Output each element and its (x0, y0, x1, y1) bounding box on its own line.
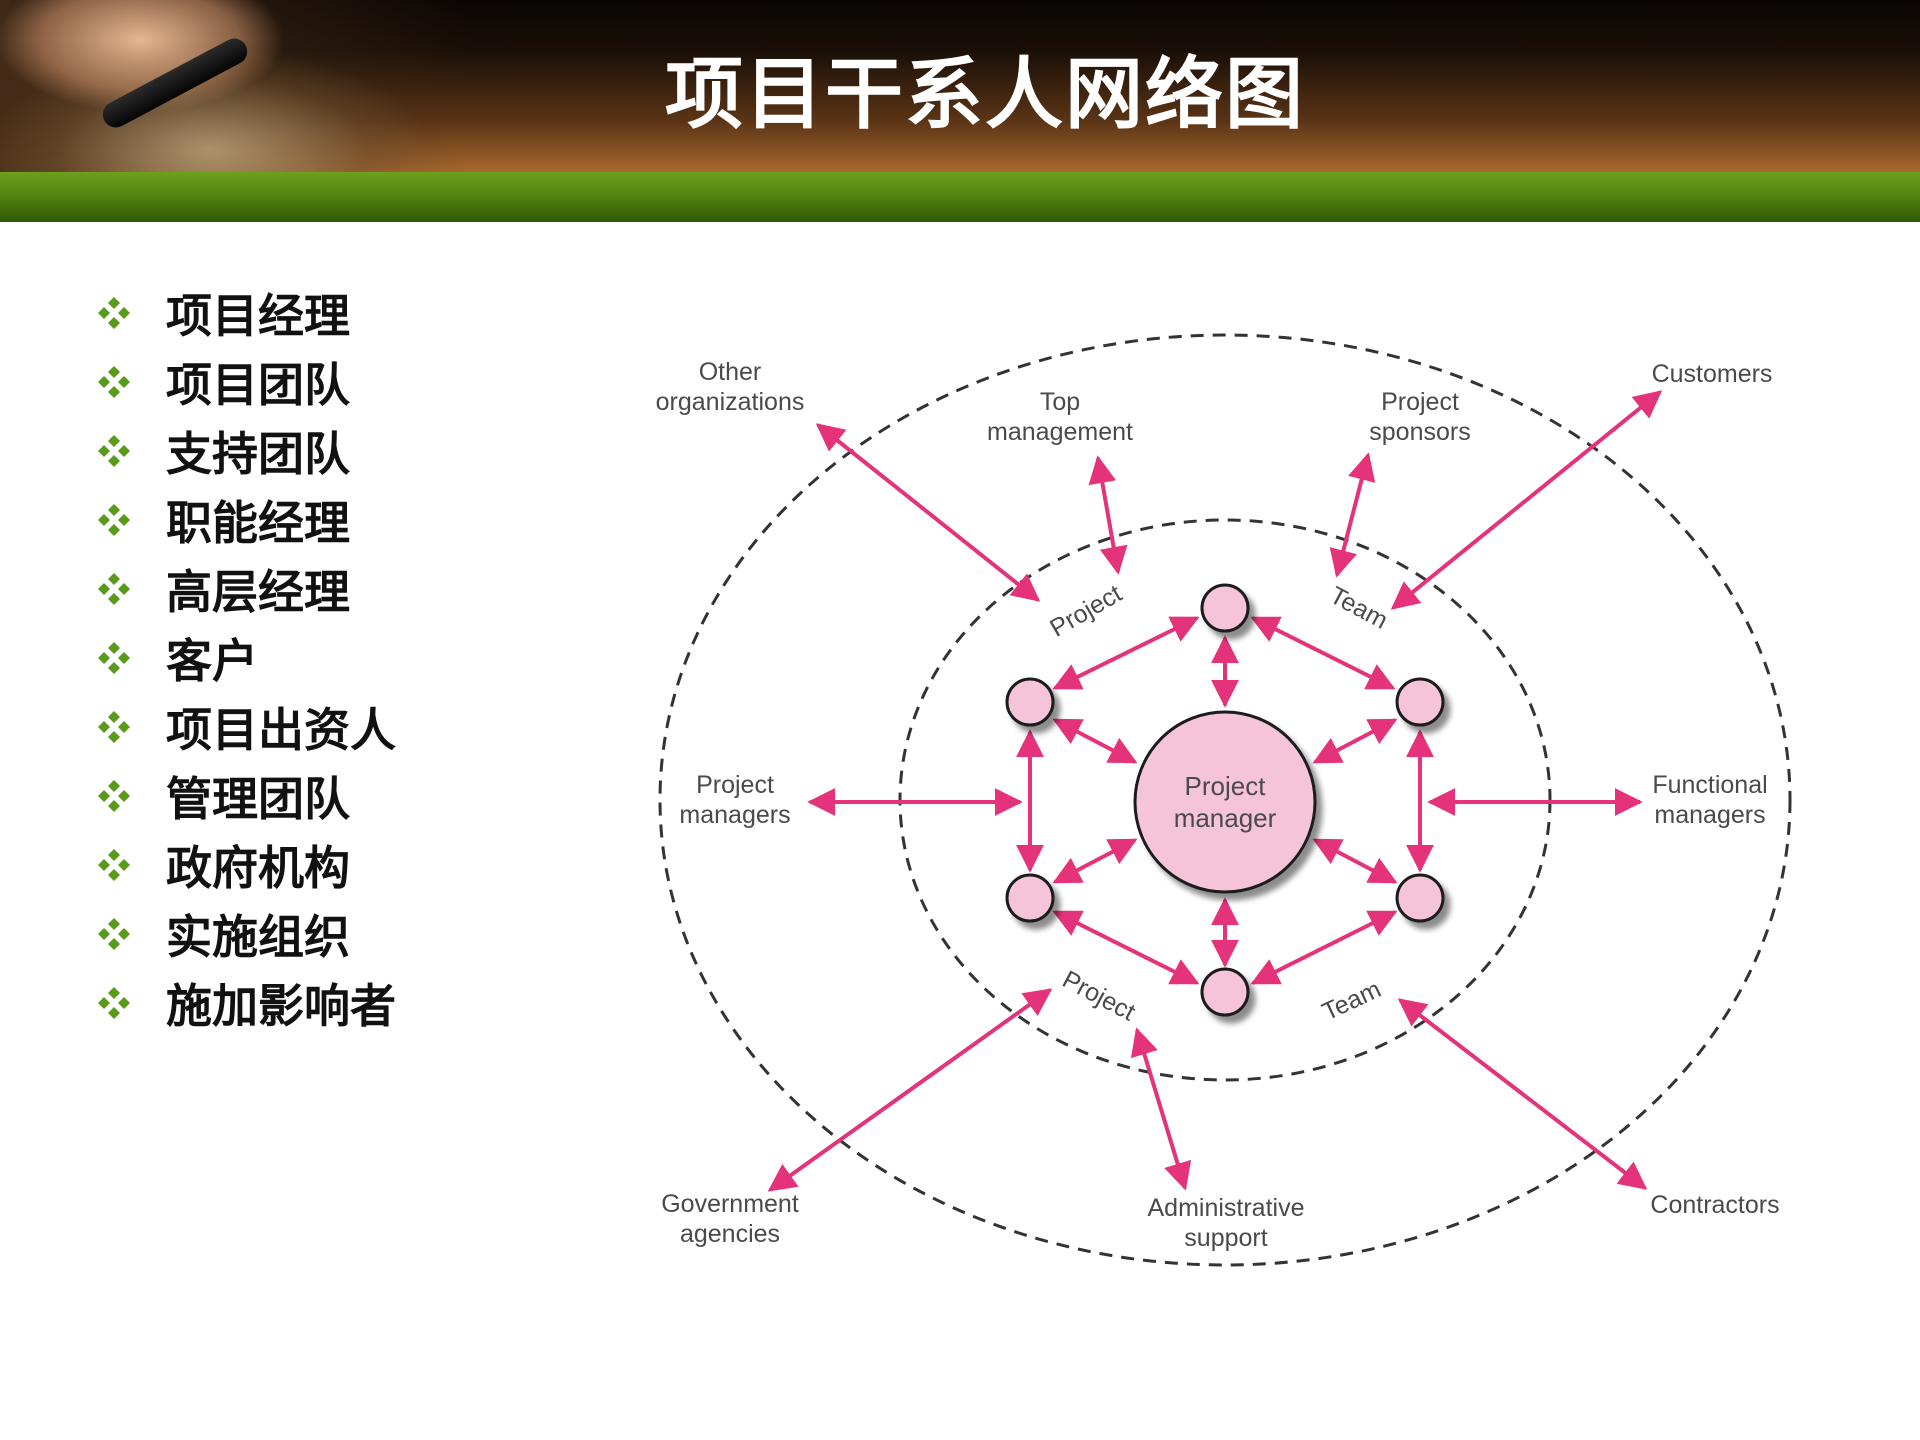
header-photo-hand-with-pen (0, 0, 470, 172)
node-lower-left (1005, 873, 1055, 923)
bullet-text: 施加影响者 (166, 978, 396, 1033)
bullet-text: 项目团队 (166, 357, 350, 412)
diamond-bullet-icon (98, 641, 130, 674)
label-government-agencies-line-2: agencies (680, 1220, 780, 1248)
label-top-management-line-1: Top (1040, 388, 1080, 416)
list-item: 政府机构 (96, 830, 396, 899)
bullet-text: 管理团队 (166, 771, 350, 826)
node-bottom (1200, 967, 1250, 1017)
list-item: 项目团队 (96, 347, 396, 416)
node-top (1200, 583, 1250, 633)
list-item: 客户 (96, 623, 396, 692)
node-lower-right (1395, 873, 1445, 923)
diamond-bullet-icon (98, 434, 130, 467)
bullet-text: 项目出资人 (166, 702, 396, 757)
arrow-contractors (1397, 998, 1648, 1190)
diamond-bullet-icon (98, 710, 130, 743)
arrow-hub-lower-left (1052, 838, 1138, 884)
diamond-bullet-icon (98, 917, 130, 950)
list-item: 项目经理 (96, 278, 396, 347)
arrow-top-node-upper-right (1250, 616, 1396, 690)
bullet-text: 项目经理 (166, 288, 350, 343)
slide-title: 项目干系人网络图 (664, 50, 1305, 140)
arrow-government-agencies (767, 988, 1053, 1192)
label-project-sponsors-line-2: sponsors (1369, 418, 1470, 446)
diamond-bullet-icon (98, 572, 130, 605)
bullet-text: 客户 (166, 633, 258, 688)
label-project-managers-line-1: Project (696, 771, 774, 799)
label-other-organizations-line-2: organizations (656, 388, 805, 416)
label-administrative-support-line-2: support (1184, 1224, 1267, 1252)
node-upper-right (1395, 677, 1445, 727)
list-item: 实施组织 (96, 899, 396, 968)
arrow-other-organizations (815, 423, 1041, 602)
arrow-customers (1390, 390, 1663, 610)
arrow-lower-left-bottom-node (1052, 910, 1200, 985)
diamond-bullet-icon (98, 986, 130, 1019)
node-upper-left (1005, 677, 1055, 727)
center-label-line-2: manager (1174, 803, 1277, 833)
arrow-hub-upper-left (1052, 718, 1138, 764)
label-functional-managers-line-2: managers (1654, 801, 1765, 829)
label-project-sponsors-line-1: Project (1381, 388, 1459, 416)
header-green-bar (0, 172, 1920, 222)
bullet-text: 职能经理 (166, 495, 350, 550)
ring-label-team-bottom: Team (1318, 975, 1385, 1026)
arrow-hub-lower-right (1312, 838, 1398, 884)
label-project-managers-line-2: managers (679, 801, 790, 829)
stakeholder-network-diagram: Project manager Other organizations Top … (656, 333, 1792, 1267)
diamond-bullet-icon (98, 848, 130, 881)
list-item: 施加影响者 (96, 968, 396, 1037)
center-node (1133, 710, 1317, 894)
bullet-text: 支持团队 (166, 426, 350, 481)
list-item: 职能经理 (96, 485, 396, 554)
bullet-text: 高层经理 (166, 564, 350, 619)
outer-dashed-ellipse (658, 333, 1792, 1267)
label-other-organizations-line-1: Other (699, 358, 762, 386)
bullet-text: 政府机构 (166, 840, 350, 895)
diamond-bullet-icon (98, 296, 130, 329)
header-banner (0, 0, 1920, 172)
diamond-bullet-icon (98, 365, 130, 398)
arrow-top-node-upper-left (1052, 616, 1200, 690)
label-administrative-support-line-1: Administrative (1148, 1194, 1305, 1222)
list-item: 支持团队 (96, 416, 396, 485)
ring-label-project-bottom: Project (1058, 965, 1140, 1026)
label-top-management-line-2: management (987, 418, 1133, 446)
list-item: 管理团队 (96, 761, 396, 830)
label-contractors: Contractors (1650, 1191, 1779, 1219)
arrow-lower-right-bottom-node (1250, 910, 1398, 985)
arrow-project-sponsors (1329, 452, 1376, 578)
bullet-text: 实施组织 (166, 909, 350, 964)
ring-label-team-top: Team (1325, 581, 1392, 634)
label-customers: Customers (1652, 360, 1773, 388)
center-label-line-1: Project (1185, 771, 1267, 801)
arrow-hub-upper-right (1312, 718, 1398, 764)
label-government-agencies-line-1: Government (661, 1190, 799, 1218)
bullet-list: 项目经理 项目团队 支持团队 职能经理 高层经理 客户 项目出资人 管理团队 政… (96, 278, 396, 1037)
label-functional-managers-line-1: Functional (1652, 771, 1767, 799)
list-item: 高层经理 (96, 554, 396, 623)
ring-label-project-top: Project (1045, 579, 1126, 642)
diamond-bullet-icon (98, 779, 130, 812)
arrow-administrative-support (1130, 1027, 1192, 1191)
arrow-top-management (1088, 455, 1128, 575)
diamond-bullet-icon (98, 503, 130, 536)
list-item: 项目出资人 (96, 692, 396, 761)
